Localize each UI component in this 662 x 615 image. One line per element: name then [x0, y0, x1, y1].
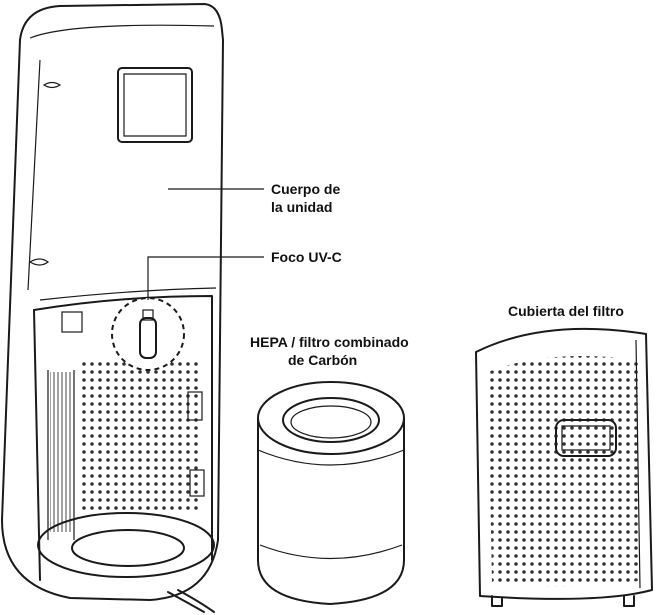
- label-filter-line1: HEPA / filtro combinado: [250, 334, 409, 350]
- label-filter-line2: de Carbón: [288, 352, 358, 368]
- leader-line-uv: [147, 256, 264, 300]
- label-filter-cover: Cubierta del filtro: [508, 303, 624, 319]
- filter-cover: [475, 327, 653, 607]
- label-unit-body-line1: Cuerpo de: [271, 181, 341, 197]
- uv-bulb-callout: [111, 297, 185, 371]
- hepa-filter: [257, 381, 405, 605]
- label-uv-bulb: Foco UV-C: [271, 249, 342, 265]
- unit-body: [1, 3, 224, 613]
- label-unit-body-line2: la unidad: [271, 199, 333, 215]
